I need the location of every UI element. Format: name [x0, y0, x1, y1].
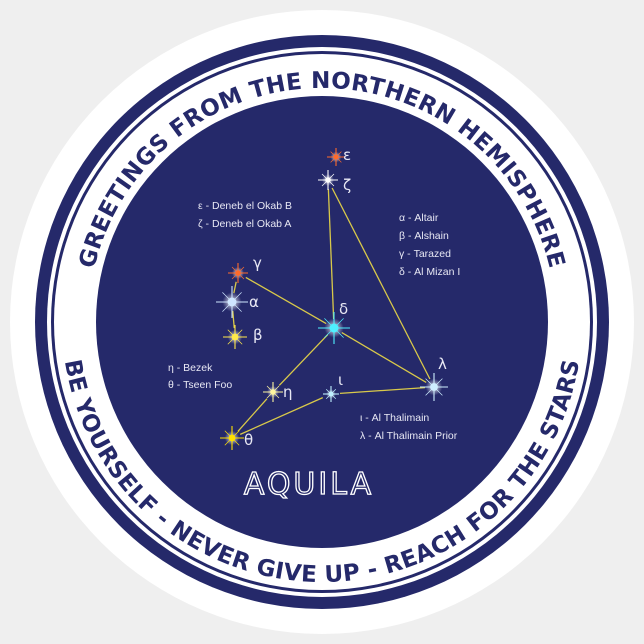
legend-entry: α - Altair: [399, 212, 439, 224]
line-eta-theta: [237, 398, 268, 432]
line-theta-iota: [239, 397, 324, 435]
line-zeta-delta: [327, 188, 335, 320]
label-epsilon: ε: [343, 146, 351, 164]
star-lambda: [420, 373, 448, 401]
label-alpha: α: [249, 293, 259, 311]
star-alpha: [216, 286, 248, 318]
legend-mid-left: η - Bezek θ - Tseen Foo: [168, 362, 232, 391]
star-iota: [323, 386, 339, 402]
line-alpha-beta: [232, 310, 235, 329]
label-eta: η: [283, 383, 293, 401]
line-gamma-alpha: [233, 281, 237, 294]
legend-entry: θ - Tseen Foo: [168, 379, 232, 391]
legend-entry: η - Bezek: [168, 362, 213, 374]
line-zeta-lambda: [331, 187, 431, 380]
star-delta: [318, 312, 350, 344]
legend-entry: ζ - Deneb el Okab A: [198, 218, 291, 230]
star-beta: [223, 325, 247, 349]
label-gamma: γ: [253, 254, 262, 272]
star-zeta: [318, 170, 338, 190]
label-theta: θ: [244, 431, 253, 449]
star-eta: [263, 382, 283, 402]
line-iota-lambda: [339, 386, 426, 395]
legend-entry: λ - Al Thalimain Prior: [360, 430, 458, 442]
line-gamma-delta: [245, 276, 327, 325]
label-delta: δ: [339, 300, 348, 318]
legend-entry: γ - Tarazed: [399, 248, 451, 260]
star-theta: [220, 426, 244, 450]
legend-bottom-right: ι - Al Thalimain λ - Al Thalimain Prior: [360, 412, 458, 442]
label-zeta: ζ: [343, 176, 351, 194]
legend-top-right: α - Altair β - Alshain γ - Tarazed δ - A…: [399, 212, 460, 278]
constellation-stars: [216, 148, 448, 450]
legend-top-left: ε - Deneb el Okab B ζ - Deneb el Okab A: [198, 200, 292, 230]
line-delta-eta: [278, 334, 329, 386]
label-iota: ι: [338, 371, 343, 389]
legend-entry: ι - Al Thalimain: [360, 412, 429, 424]
line-delta-lambda: [341, 332, 427, 383]
legend-entry: ε - Deneb el Okab B: [198, 200, 292, 212]
label-lambda: λ: [438, 355, 447, 373]
star-epsilon: [327, 148, 345, 166]
constellation-lines: [232, 187, 431, 435]
label-beta: β: [253, 326, 263, 344]
sky-disk: [96, 96, 548, 548]
legend-entry: δ - Al Mizan I: [399, 266, 460, 278]
star-gamma: [228, 263, 248, 283]
star-labels: ε ζ γ α β δ η θ ι λ: [244, 146, 447, 449]
legend-entry: β - Alshain: [399, 230, 449, 242]
constellation-title: AQUILA: [244, 467, 374, 502]
